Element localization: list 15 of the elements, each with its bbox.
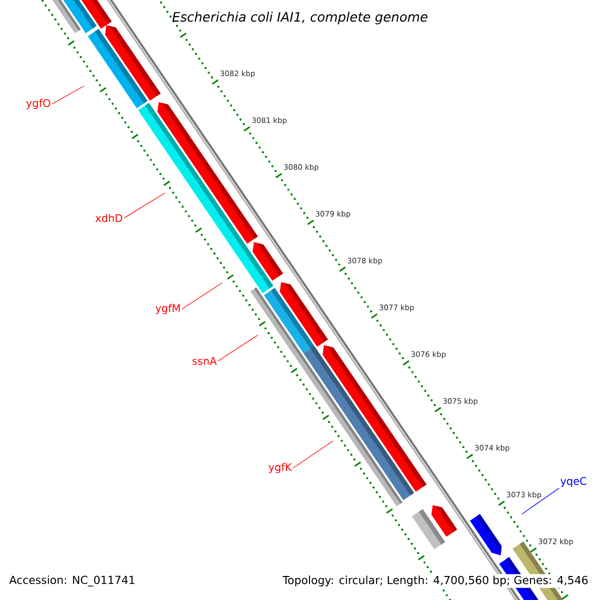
gene-label: xdhD (95, 214, 122, 222)
genome-info-text: Topology: circular; Length: 4,700,560 bp; Genes: 4,546 (281, 574, 590, 588)
gene-label: ygfO (26, 98, 50, 110)
leader-line (182, 282, 222, 310)
leader-line (218, 334, 258, 362)
gene-label: ygfM (155, 304, 180, 314)
gene-label: ygfK (268, 462, 292, 474)
accession-text: Accession: NC_011741 (9, 576, 134, 586)
leader-line (522, 488, 560, 514)
leader-line (292, 440, 334, 468)
gene-label: ssnA (192, 357, 217, 365)
leader-line (52, 86, 84, 104)
gene-label: yqeC (560, 477, 586, 487)
leader-line (124, 192, 166, 218)
title: Escherichia coli IAI1, complete genome (172, 12, 428, 24)
